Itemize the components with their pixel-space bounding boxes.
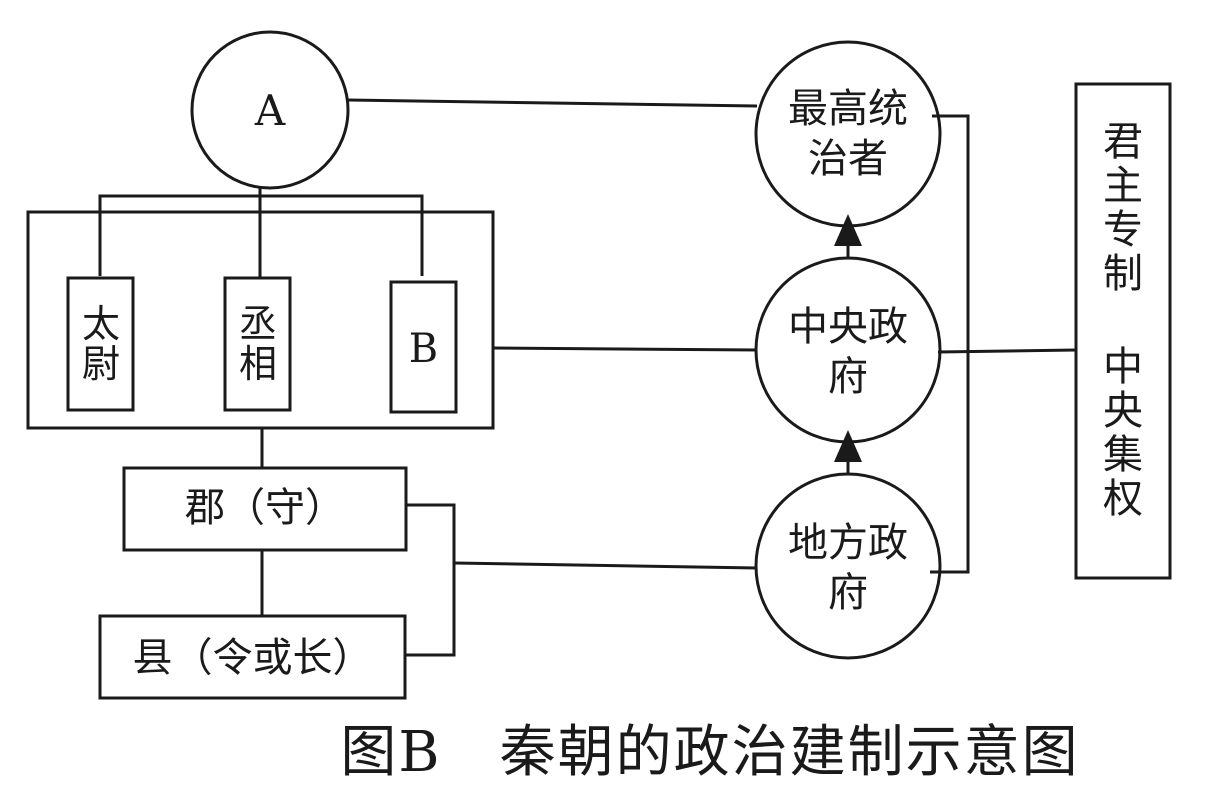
b-box	[389, 280, 458, 414]
taiwei-box	[66, 276, 135, 412]
label-a: A	[254, 86, 286, 135]
connector	[347, 98, 758, 108]
label-system-centralization: 中央集权	[1103, 344, 1143, 522]
label-supreme-ruler: 最高统治者	[788, 86, 908, 182]
label-chengxiang: 丞相	[238, 302, 277, 386]
label-central-government: 中央政府	[788, 304, 908, 400]
label-local-government: 地方政府	[788, 520, 908, 616]
connector	[492, 346, 758, 352]
label-jun: 郡（守）	[185, 485, 345, 531]
system-box	[1074, 82, 1172, 580]
xian-box	[98, 614, 407, 700]
jun-box	[122, 466, 408, 552]
connector	[405, 503, 456, 657]
arrow-up-icon	[834, 430, 862, 462]
label-system-autocracy: 君主专制	[1103, 119, 1143, 297]
label-taiwei: 太尉	[81, 302, 120, 386]
circle-a	[190, 30, 350, 190]
arrow-up-icon	[834, 214, 862, 246]
diagram-caption: 图B 秦朝的政治建制示意图	[340, 720, 1080, 785]
label-xian: 县（令或长）	[132, 635, 373, 681]
connector	[937, 348, 1077, 354]
connector	[453, 561, 758, 570]
label-b: B	[408, 326, 439, 372]
connector	[930, 114, 970, 574]
chengxiang-box	[223, 276, 292, 412]
